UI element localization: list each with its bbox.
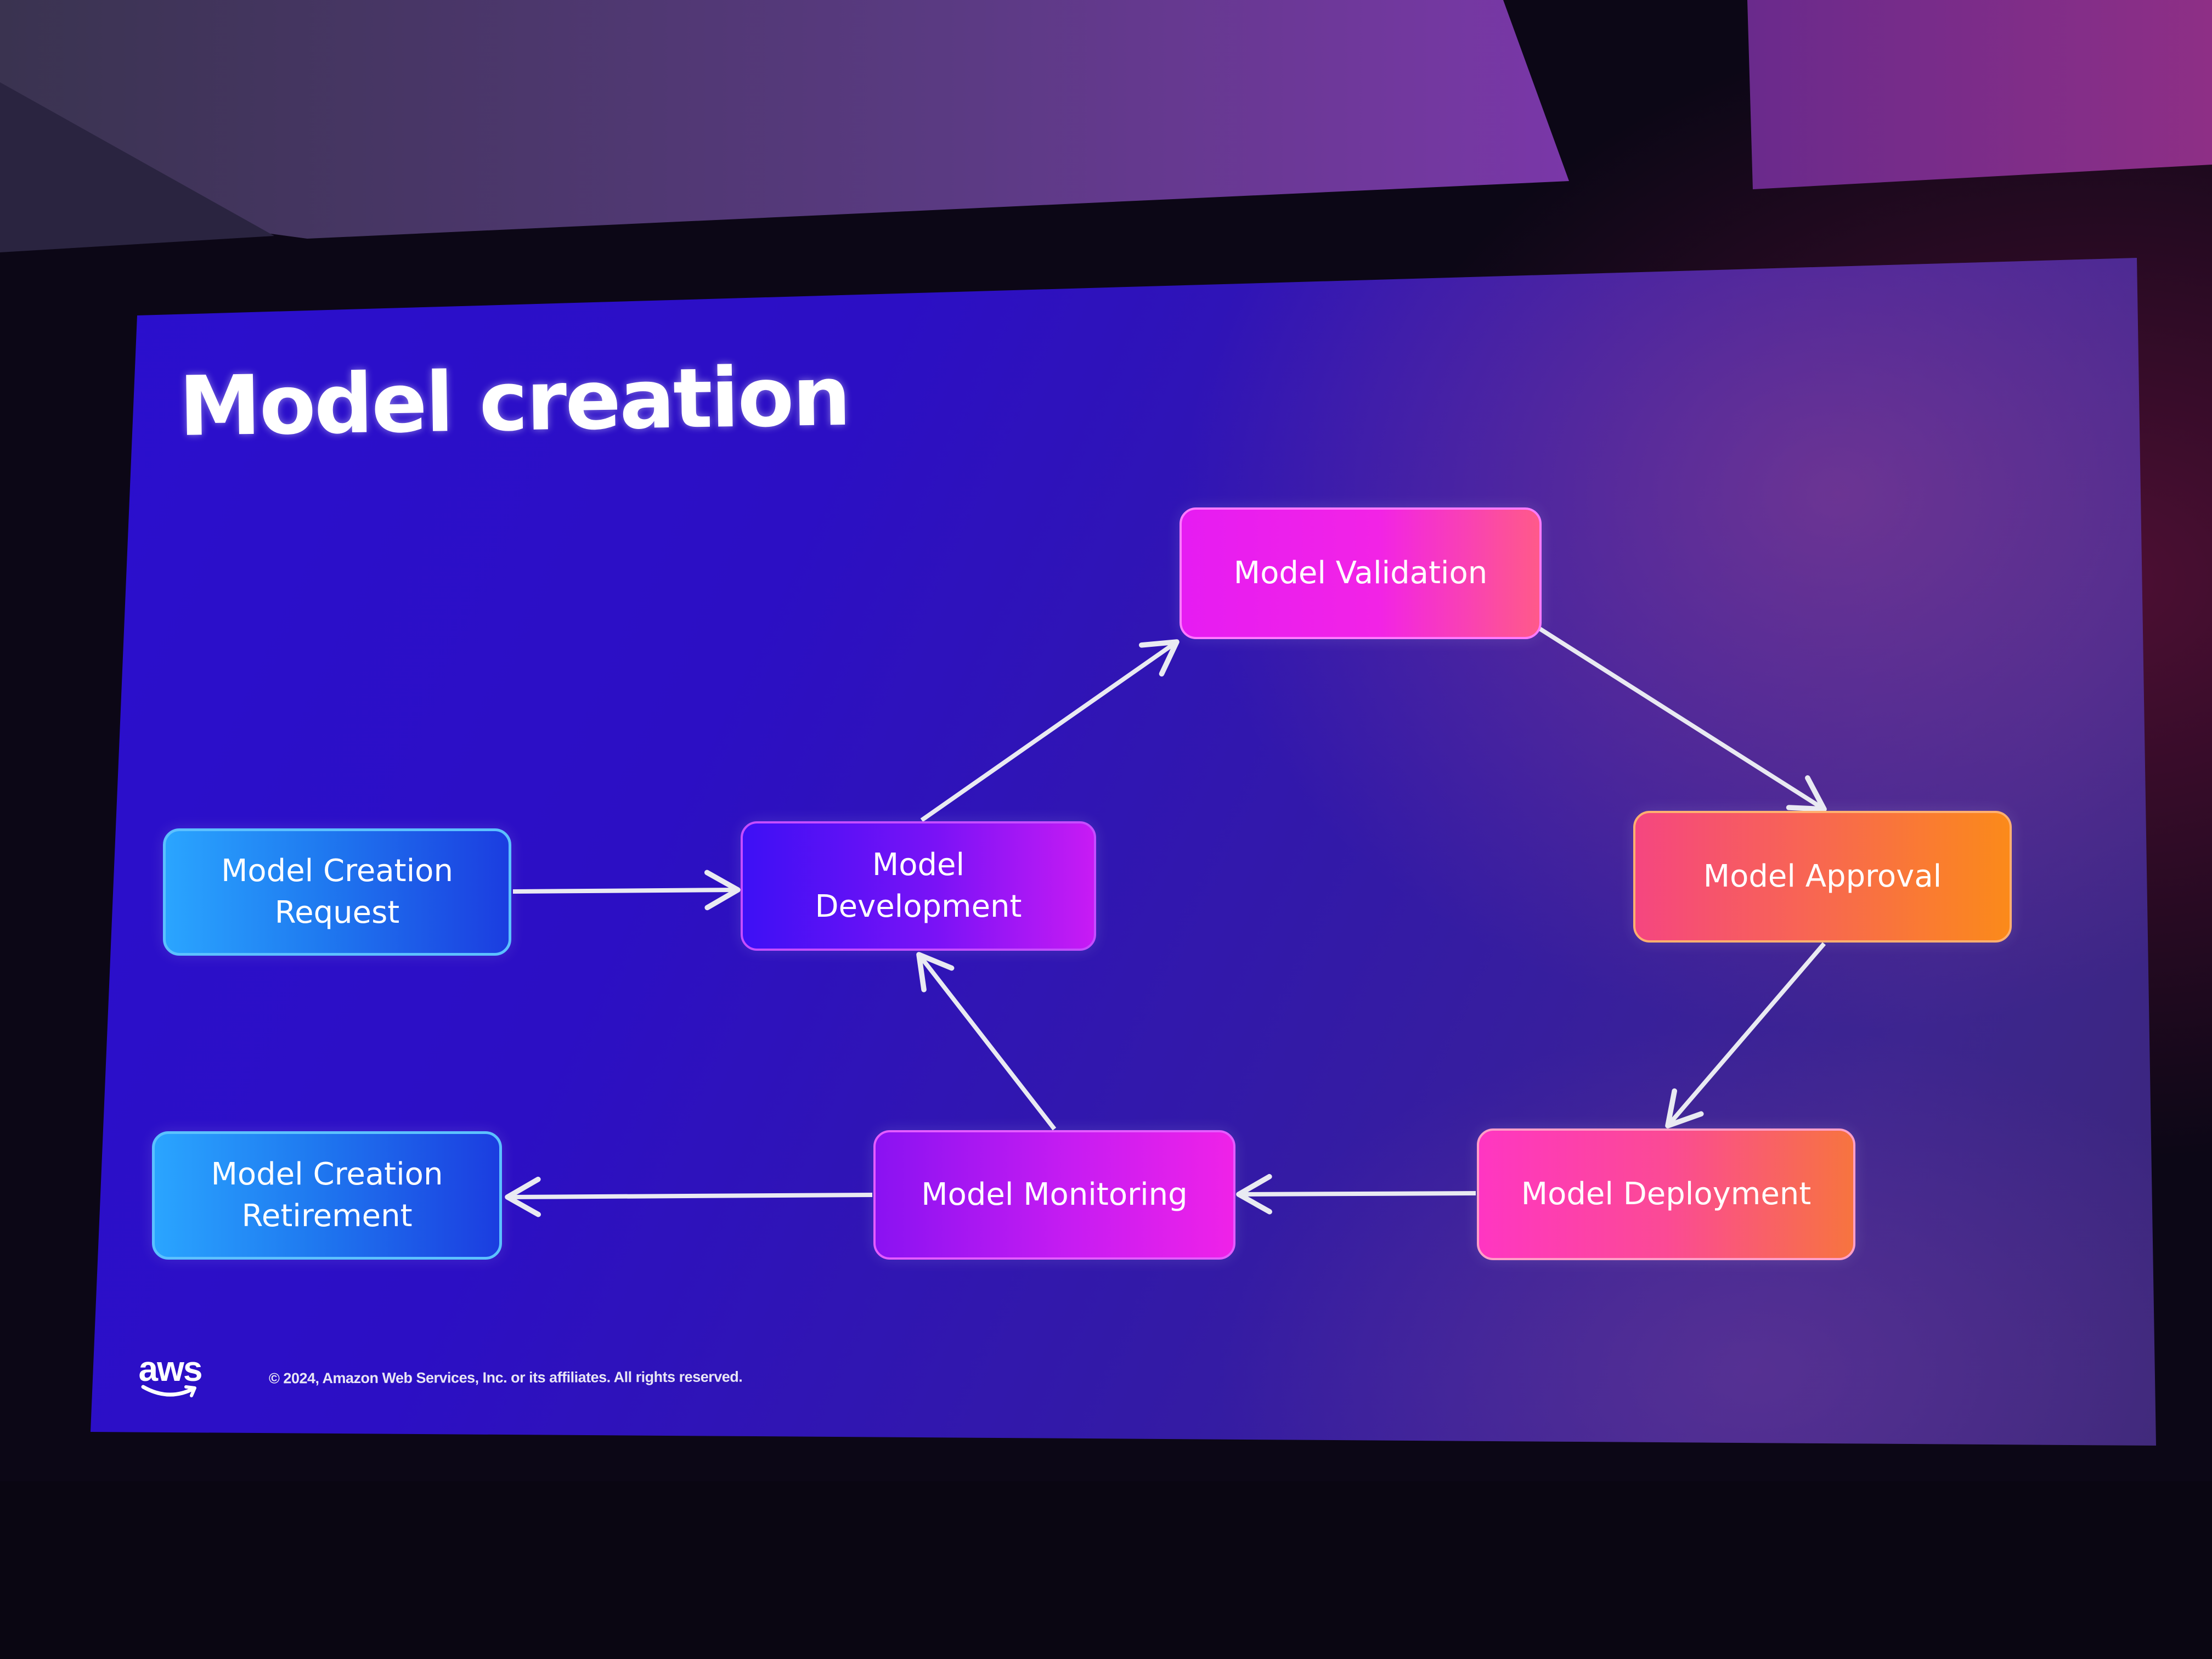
arrow-approval-to-deployment — [1665, 942, 1826, 1128]
aws-logo-text: aws — [138, 1349, 203, 1389]
node-label: Model Creation Request — [221, 853, 453, 930]
arrow-validation-to-approval — [1537, 626, 1827, 812]
arrow-deployment-to-monitoring — [1236, 1173, 1476, 1215]
node-model-deployment: Model Deployment — [1477, 1128, 1855, 1260]
arrow-monitoring-to-development — [916, 952, 1057, 1131]
arrow-development-to-validation — [920, 639, 1180, 822]
node-model-development: Model Development — [741, 821, 1096, 951]
node-model-approval: Model Approval — [1633, 811, 2012, 943]
node-label: Model Creation Retirement — [211, 1156, 443, 1234]
node-label: Model Deployment — [1521, 1176, 1812, 1212]
node-label: Model Validation — [1233, 555, 1488, 591]
node-label: Model Approval — [1703, 859, 1942, 894]
node-label: Model Development — [815, 847, 1022, 924]
aws-logo: aws — [134, 1350, 206, 1404]
copyright-footer: © 2024, Amazon Web Services, Inc. or its… — [268, 1368, 743, 1387]
node-model-creation-retirement: Model Creation Retirement — [152, 1131, 502, 1260]
node-model-monitoring: Model Monitoring — [873, 1130, 1235, 1260]
node-label: Model Monitoring — [921, 1177, 1188, 1212]
node-model-validation: Model Validation — [1180, 507, 1542, 639]
aws-smile-icon — [141, 1385, 196, 1397]
arrow-monitoring-to-retirement — [505, 1176, 873, 1217]
arrow-request-to-development — [512, 870, 741, 911]
node-model-creation-request: Model Creation Request — [163, 828, 511, 956]
